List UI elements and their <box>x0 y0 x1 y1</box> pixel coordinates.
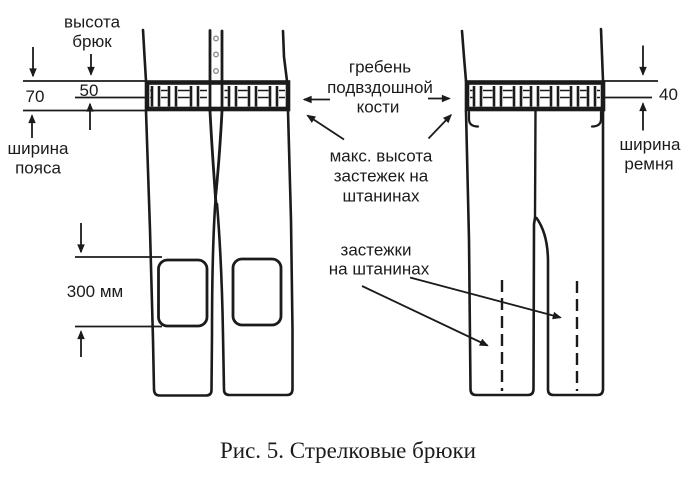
label-max-fastener-height-line2: застежек на <box>334 167 429 186</box>
value-knee-zone-300mm: 300 мм <box>67 282 123 301</box>
right-waistband-loop-masks <box>472 85 597 107</box>
label-max-fastener-height-line3: штанинах <box>343 187 420 206</box>
right-trouser-left-leg <box>464 109 537 397</box>
left-waistband-belt-loops <box>150 86 279 107</box>
left-trouser-right-leg <box>215 109 294 397</box>
left-trouser <box>141 28 294 397</box>
left-trouser-fly-strip <box>208 29 224 113</box>
label-iliac-crest-line2: подвздошной <box>327 78 433 97</box>
figure-caption: Рис. 5. Стрелковые брюки <box>220 438 476 463</box>
right-trouser-torso-left-edge <box>460 29 468 83</box>
value-trouser-height-50: 50 <box>80 81 99 100</box>
right-trouser-right-leg <box>535 108 605 397</box>
label-belt-width-line2: ремня <box>624 155 673 174</box>
label-max-fastener-height-line1: макс. высота <box>330 147 433 166</box>
value-belt-width-40: 40 <box>659 85 678 104</box>
fly-snap-button-icon <box>213 68 219 74</box>
left-trouser-crotch-seam <box>214 196 218 209</box>
left-trouser-torso-left-edge <box>141 28 148 83</box>
label-leg-fasteners-line1: застежки <box>341 241 412 260</box>
left-dimensions: высота брюк 70 50 ширина пояса <box>8 13 146 178</box>
label-trouser-height-line2: брюк <box>72 32 112 51</box>
right-trouser-left-hip-curve <box>467 110 480 128</box>
left-trouser-fly-right-seam <box>214 109 224 200</box>
left-trouser-waistband <box>144 80 291 112</box>
right-trouser-right-hip-curve <box>590 110 603 128</box>
right-trouser <box>460 27 606 397</box>
leg-fastener-leader-left <box>361 285 489 347</box>
label-leg-fasteners-line2: на штанинах <box>329 260 430 279</box>
label-iliac-crest-line3: кости <box>357 98 400 117</box>
upper-left-callout-arrow <box>306 114 345 141</box>
left-trouser-torso-right-edge <box>281 29 289 83</box>
left-trouser-fly-left-seam <box>208 109 217 200</box>
leg-fastener-leader-right <box>409 276 562 320</box>
right-knee-pad <box>231 257 283 327</box>
fly-snap-button-icon <box>213 35 219 42</box>
right-trouser-waistband <box>464 80 606 112</box>
knee-pad-dimension: 300 мм <box>67 223 162 357</box>
label-waistband-width-line1: ширина <box>8 139 69 158</box>
fly-snap-button-icon <box>213 51 219 58</box>
label-iliac-crest-line1: гребень <box>349 58 411 77</box>
right-dimensions: 40 ширина ремня <box>603 45 681 174</box>
left-waistband-loop-masks <box>150 85 279 107</box>
right-trouser-torso-right-edge <box>599 27 605 83</box>
right-trouser-front-seam <box>533 109 537 220</box>
label-belt-width-line1: ширина <box>620 135 681 154</box>
upper-right-callout-arrow <box>427 114 452 140</box>
center-callouts: гребень подвздошной кости макс. высота з… <box>302 58 562 347</box>
left-knee-pad <box>157 258 209 328</box>
value-waistband-width-70: 70 <box>26 87 45 106</box>
label-waistband-width-line2: пояса <box>15 159 61 178</box>
right-waistband-belt-loops <box>472 86 597 107</box>
label-trouser-height-line1: высота <box>64 13 121 32</box>
left-trouser-left-leg <box>144 109 217 397</box>
